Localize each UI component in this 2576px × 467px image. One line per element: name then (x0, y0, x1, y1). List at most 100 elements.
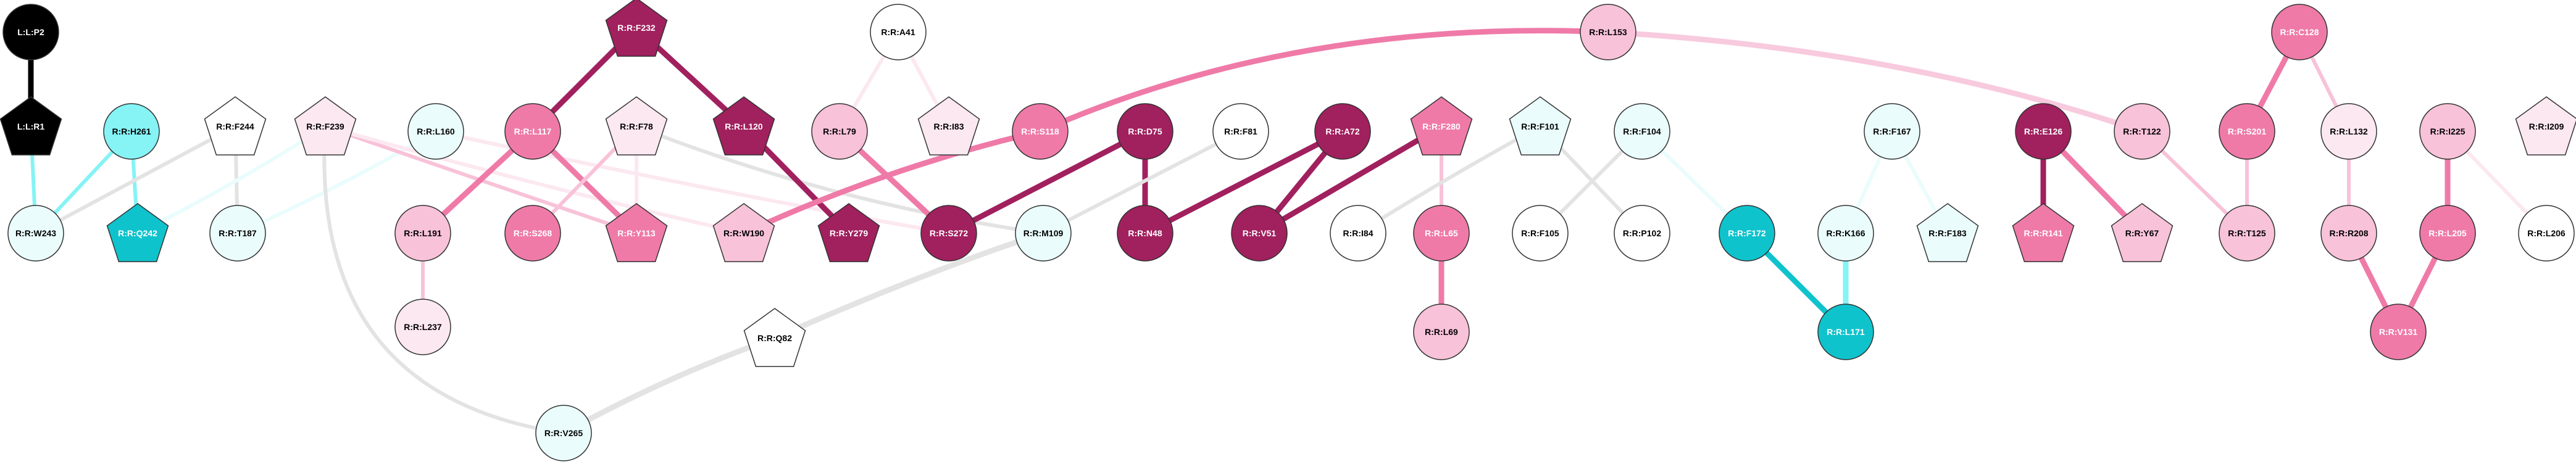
node-r-r-f239[interactable]: R:R:F239 (294, 96, 357, 155)
node-r-r-v131[interactable]: R:R:V131 (2370, 304, 2427, 360)
node-r-r-f244[interactable]: R:R:F244 (204, 96, 267, 155)
node-label: R:R:F167 (1873, 126, 1911, 136)
edge-r-r-f239-to-r-r-q242 (136, 125, 327, 235)
node-label: R:R:F105 (1521, 228, 1559, 238)
node-r-r-h261[interactable]: R:R:H261 (103, 103, 160, 160)
circle-node-shape (2320, 205, 2377, 262)
node-r-r-e126[interactable]: R:R:E126 (2015, 103, 2072, 160)
node-r-r-f232[interactable]: R:R:F232 (605, 0, 668, 57)
node-r-r-l132[interactable]: R:R:L132 (2320, 103, 2377, 160)
node-label: R:R:Q82 (757, 333, 792, 343)
node-r-r-l206[interactable]: R:R:L206 (2518, 205, 2575, 262)
node-r-r-s268[interactable]: R:R:S268 (504, 205, 561, 262)
node-r-r-a72[interactable]: R:R:A72 (1314, 103, 1371, 160)
node-r-r-l237[interactable]: R:R:L237 (394, 299, 451, 355)
circle-node-shape (2320, 103, 2377, 160)
node-label: R:R:F232 (617, 23, 656, 33)
node-r-r-p102[interactable]: R:R:P102 (1614, 205, 1670, 262)
circle-node-shape (2015, 103, 2072, 160)
node-r-r-m109[interactable]: R:R:M109 (1015, 205, 1072, 262)
node-r-r-l205[interactable]: R:R:L205 (2419, 205, 2476, 262)
node-r-r-f78[interactable]: R:R:F78 (605, 96, 668, 155)
node-r-r-i84[interactable]: R:R:I84 (1330, 205, 1386, 262)
node-r-r-a41[interactable]: R:R:A41 (870, 4, 927, 60)
edge-r-r-f239-to-r-r-v265 (322, 125, 565, 435)
node-l-l-r1[interactable]: L:L:R1 (0, 96, 62, 155)
node-r-r-v51[interactable]: R:R:V51 (1231, 205, 1288, 262)
node-r-r-y67[interactable]: R:R:Y67 (2111, 203, 2174, 262)
node-r-r-f183[interactable]: R:R:F183 (1916, 203, 1979, 262)
node-r-r-n48[interactable]: R:R:N48 (1117, 205, 1173, 262)
node-label: R:R:V51 (1243, 228, 1277, 238)
node-label: R:R:L132 (2330, 126, 2368, 136)
node-label: R:R:I225 (2430, 126, 2466, 136)
node-r-r-i83[interactable]: R:R:I83 (917, 96, 980, 155)
node-r-r-i225[interactable]: R:R:I225 (2419, 103, 2476, 160)
node-r-r-l160[interactable]: R:R:L160 (407, 103, 464, 160)
node-r-r-l171[interactable]: R:R:L171 (1817, 304, 1874, 360)
node-r-r-l69[interactable]: R:R:L69 (1413, 304, 1470, 360)
node-r-r-w190[interactable]: R:R:W190 (712, 203, 775, 262)
pentagon-node-shape (743, 308, 806, 367)
node-r-r-t125[interactable]: R:R:T125 (2219, 205, 2275, 262)
node-r-r-l117[interactable]: R:R:L117 (504, 103, 561, 160)
node-label: R:R:F239 (306, 122, 344, 131)
pentagon-node-shape (2515, 96, 2576, 155)
node-r-r-l79[interactable]: R:R:L79 (811, 103, 868, 160)
node-r-r-i209[interactable]: R:R:I209 (2515, 96, 2576, 155)
edge-r-r-a72-to-r-r-n48 (1142, 128, 1346, 236)
node-label: R:R:W190 (723, 228, 764, 238)
circle-node-shape (1614, 205, 1670, 262)
node-r-r-r141[interactable]: R:R:R141 (2012, 203, 2075, 262)
node-r-r-s118[interactable]: R:R:S118 (1012, 103, 1069, 160)
circle-node-shape (1413, 304, 1470, 360)
node-label: R:R:L69 (1425, 327, 1458, 337)
node-r-r-v265[interactable]: R:R:V265 (535, 405, 592, 461)
node-r-r-l65[interactable]: R:R:L65 (1413, 205, 1470, 262)
node-label: R:R:R208 (2329, 228, 2368, 238)
node-r-r-f280[interactable]: R:R:F280 (1410, 96, 1473, 155)
node-label: R:R:L171 (1827, 327, 1865, 337)
node-r-r-f172[interactable]: R:R:F172 (1719, 205, 1775, 262)
node-r-r-w243[interactable]: R:R:W243 (7, 205, 64, 262)
node-r-r-l153[interactable]: R:R:L153 (1580, 4, 1636, 60)
node-r-r-y113[interactable]: R:R:Y113 (605, 203, 668, 262)
node-label: R:R:S201 (2228, 126, 2266, 136)
node-r-r-f101[interactable]: R:R:F101 (1509, 96, 1572, 155)
node-r-r-l191[interactable]: R:R:L191 (394, 205, 451, 262)
node-r-r-y279[interactable]: R:R:Y279 (817, 203, 880, 262)
pentagon-node-shape (605, 0, 668, 57)
node-label: R:R:D75 (1128, 126, 1162, 136)
node-r-r-q82[interactable]: R:R:Q82 (743, 308, 806, 367)
node-r-r-f105[interactable]: R:R:F105 (1512, 205, 1569, 262)
node-r-r-s201[interactable]: R:R:S201 (2219, 103, 2275, 160)
node-r-r-c128[interactable]: R:R:C128 (2271, 4, 2328, 60)
node-r-r-k166[interactable]: R:R:K166 (1817, 205, 1874, 262)
node-r-r-f81[interactable]: R:R:F81 (1212, 103, 1269, 160)
node-label: R:R:K166 (1826, 228, 1865, 238)
edge-r-r-f239-to-r-r-w190 (323, 125, 746, 235)
node-label: R:R:F244 (216, 122, 254, 131)
node-r-r-t187[interactable]: R:R:T187 (209, 205, 266, 262)
node-r-r-f167[interactable]: R:R:F167 (1864, 103, 1920, 160)
node-r-r-q242[interactable]: R:R:Q242 (106, 203, 169, 262)
node-label: R:R:T122 (2123, 126, 2161, 136)
node-r-r-r208[interactable]: R:R:R208 (2320, 205, 2377, 262)
circle-node-shape (504, 103, 561, 160)
node-r-r-d75[interactable]: R:R:D75 (1117, 103, 1173, 160)
node-label: R:R:F104 (1623, 126, 1661, 136)
circle-node-shape (1817, 205, 1874, 262)
node-l-l-p2[interactable]: L:L:P2 (2, 4, 59, 60)
node-r-r-l120[interactable]: R:R:L120 (712, 96, 775, 155)
node-r-r-f104[interactable]: R:R:F104 (1614, 103, 1670, 160)
pentagon-node-shape (712, 203, 775, 262)
circle-node-shape (2419, 103, 2476, 160)
node-r-r-s272[interactable]: R:R:S272 (920, 205, 977, 262)
node-label: R:R:S272 (930, 228, 968, 238)
node-r-r-t122[interactable]: R:R:T122 (2114, 103, 2170, 160)
node-label: R:R:L120 (725, 122, 763, 131)
edge-r-r-s118-to-r-r-w190 (741, 128, 1043, 236)
circle-node-shape (394, 205, 451, 262)
edge-r-r-d75-to-r-r-s272 (946, 128, 1148, 236)
